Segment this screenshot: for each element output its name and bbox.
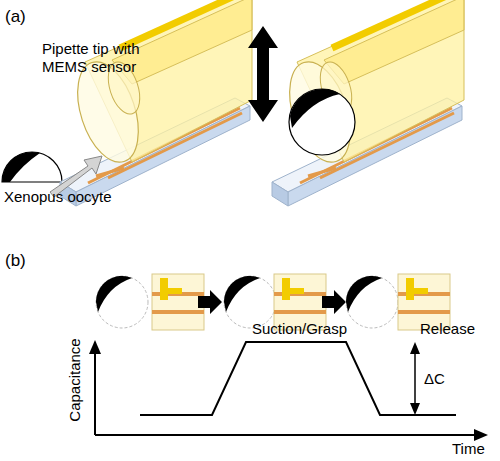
state-label: Release xyxy=(420,320,475,338)
axis-label: Time xyxy=(452,440,485,458)
axis-label: Capacitance xyxy=(66,335,84,425)
panel-label: (a) xyxy=(5,8,26,26)
part-label: Xenopus oocyte xyxy=(4,188,112,206)
part-label: Pipette tip with MEMS sensor xyxy=(42,40,174,76)
panel-label: (b) xyxy=(5,252,26,270)
state-label: Suction/Grasp xyxy=(252,320,347,338)
delta-label: ΔC xyxy=(424,370,445,388)
